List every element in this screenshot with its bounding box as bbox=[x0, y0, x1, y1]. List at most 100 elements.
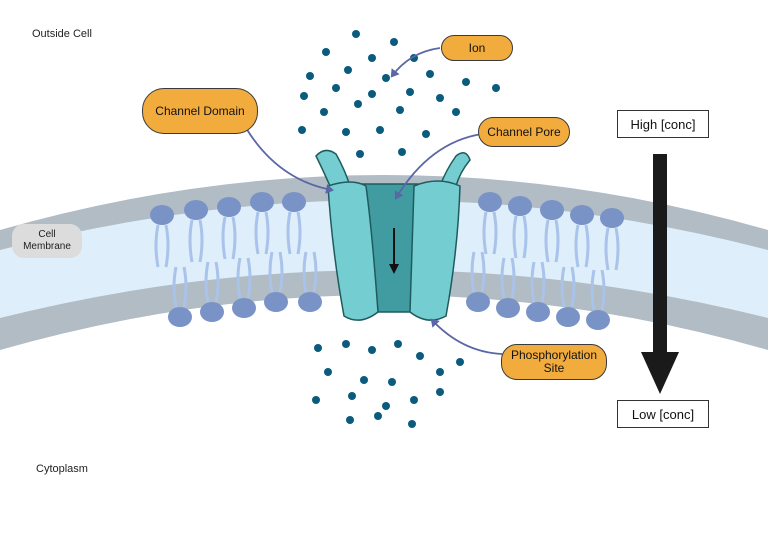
ion bbox=[368, 90, 376, 98]
lipid-head bbox=[540, 200, 564, 220]
ion bbox=[298, 126, 306, 134]
lipid-tail bbox=[482, 211, 488, 255]
lipid-tail bbox=[554, 219, 560, 263]
lipid-tail bbox=[510, 257, 516, 299]
ion bbox=[320, 108, 328, 116]
ion bbox=[436, 94, 444, 102]
lipid-tail bbox=[182, 266, 188, 308]
lipid-tail bbox=[584, 224, 590, 268]
ion bbox=[416, 352, 424, 360]
ion bbox=[382, 74, 390, 82]
lipid-layer bbox=[150, 192, 624, 330]
ion bbox=[322, 48, 330, 56]
lipid-head bbox=[478, 192, 502, 212]
channel-domain-left-arm bbox=[315, 149, 352, 187]
ion bbox=[394, 340, 402, 348]
channel-pore-callout: Channel Pore bbox=[478, 117, 570, 147]
cell-membrane-label: Cell Membrane bbox=[12, 224, 82, 258]
ion bbox=[410, 396, 418, 404]
channel-domain-right-arm bbox=[438, 152, 471, 187]
lipid-head bbox=[184, 200, 208, 220]
lipid-tail bbox=[221, 216, 227, 260]
ion bbox=[492, 84, 500, 92]
lipid-tail bbox=[500, 257, 506, 299]
lipid-tail bbox=[512, 215, 518, 259]
lipid-head bbox=[232, 298, 256, 318]
high-concentration-label: High [conc] bbox=[617, 110, 709, 138]
ion bbox=[376, 126, 384, 134]
channel-domain-callout: Channel Domain bbox=[142, 88, 258, 134]
lipid-head bbox=[168, 307, 192, 327]
lipid-head bbox=[282, 192, 306, 212]
lipid-tail bbox=[540, 261, 546, 303]
cytoplasm-label: Cytoplasm bbox=[36, 463, 88, 475]
ion bbox=[324, 368, 332, 376]
ion bbox=[352, 30, 360, 38]
lipid-tail bbox=[204, 261, 210, 303]
ion-flow-arrowhead bbox=[389, 264, 399, 274]
lipid-head bbox=[570, 205, 594, 225]
ion bbox=[314, 344, 322, 352]
lipid-head bbox=[600, 208, 624, 228]
lipid-tail bbox=[164, 224, 170, 268]
lipid-tail bbox=[214, 261, 220, 303]
lipid-tail bbox=[188, 219, 194, 263]
ion bbox=[388, 378, 396, 386]
ion bbox=[390, 38, 398, 46]
ion bbox=[382, 402, 390, 410]
ion bbox=[342, 128, 350, 136]
ion bbox=[356, 150, 364, 158]
ion-cluster bbox=[298, 30, 500, 428]
lipid-tail bbox=[530, 261, 536, 303]
ion bbox=[342, 340, 350, 348]
ion bbox=[406, 88, 414, 96]
lipid-tail bbox=[522, 215, 528, 259]
phosphorylation-pointer-arrow bbox=[430, 318, 503, 355]
lipid-tail bbox=[614, 227, 620, 271]
ion bbox=[426, 70, 434, 78]
lipid-head bbox=[250, 192, 274, 212]
ion bbox=[306, 72, 314, 80]
gradient-arrow-shaft bbox=[653, 154, 667, 354]
lipid-tail bbox=[278, 251, 284, 293]
ion bbox=[422, 130, 430, 138]
ion bbox=[398, 148, 406, 156]
channel-domain-left bbox=[327, 181, 379, 321]
ion bbox=[374, 412, 382, 420]
lipid-head bbox=[150, 205, 174, 225]
ion-callout: Ion bbox=[441, 35, 513, 61]
lipid-tail bbox=[268, 251, 274, 293]
ion bbox=[344, 66, 352, 74]
lipid-tail bbox=[560, 266, 566, 308]
ion bbox=[354, 100, 362, 108]
ion bbox=[408, 420, 416, 428]
ion bbox=[332, 84, 340, 92]
ion bbox=[436, 368, 444, 376]
ion bbox=[456, 358, 464, 366]
lipid-tail bbox=[296, 211, 302, 255]
lipid-head bbox=[466, 292, 490, 312]
lipid-head bbox=[526, 302, 550, 322]
ion bbox=[452, 108, 460, 116]
lipid-head bbox=[586, 310, 610, 330]
channel-pore-pointer-arrow bbox=[394, 133, 483, 200]
lipid-tail bbox=[198, 219, 204, 263]
lipid-tail bbox=[254, 211, 260, 255]
lipid-tail bbox=[154, 224, 160, 268]
ion bbox=[360, 376, 368, 384]
lipid-head bbox=[508, 196, 532, 216]
ion-channel bbox=[315, 149, 471, 321]
lipid-tail bbox=[172, 266, 178, 308]
lipid-tail bbox=[600, 269, 606, 311]
lipid-head bbox=[217, 197, 241, 217]
ion bbox=[396, 106, 404, 114]
lipid-tail bbox=[470, 251, 476, 293]
lipid-tail bbox=[574, 224, 580, 268]
ion bbox=[300, 92, 308, 100]
lipid-tail bbox=[492, 211, 498, 255]
ion bbox=[346, 416, 354, 424]
lipid-tail bbox=[246, 257, 252, 299]
lipid-head bbox=[298, 292, 322, 312]
